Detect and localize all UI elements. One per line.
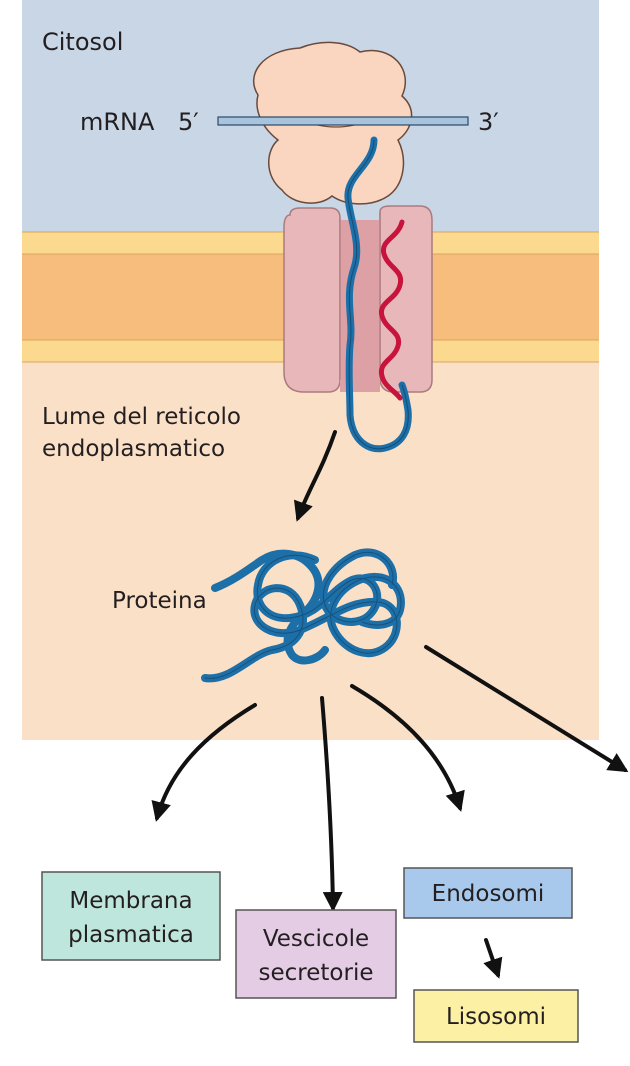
secretory-vesicles-label-line1: Vescicole	[263, 926, 369, 952]
er-lumen-label-line2: endoplasmatico	[42, 436, 225, 462]
er-lumen-label-line1: Lume del reticolo	[42, 404, 241, 430]
five-prime-label: 5′	[178, 108, 199, 136]
three-prime-label: 3′	[478, 108, 499, 136]
mrna-strand	[218, 117, 468, 125]
protein-label: Proteina	[112, 588, 207, 614]
secretory-vesicles-label-line2: secretorie	[259, 960, 374, 986]
cytosol-label: Citosol	[42, 28, 123, 56]
lysosomes-label: Lisosomi	[446, 1004, 546, 1030]
endosomes-label: Endosomi	[432, 881, 545, 907]
plasma-membrane-label-line1: Membrana	[69, 888, 192, 914]
arrow-to-lysosomes	[486, 940, 498, 975]
plasma-membrane-label-line2: plasmatica	[68, 922, 194, 948]
mrna-label: mRNA	[80, 108, 155, 136]
